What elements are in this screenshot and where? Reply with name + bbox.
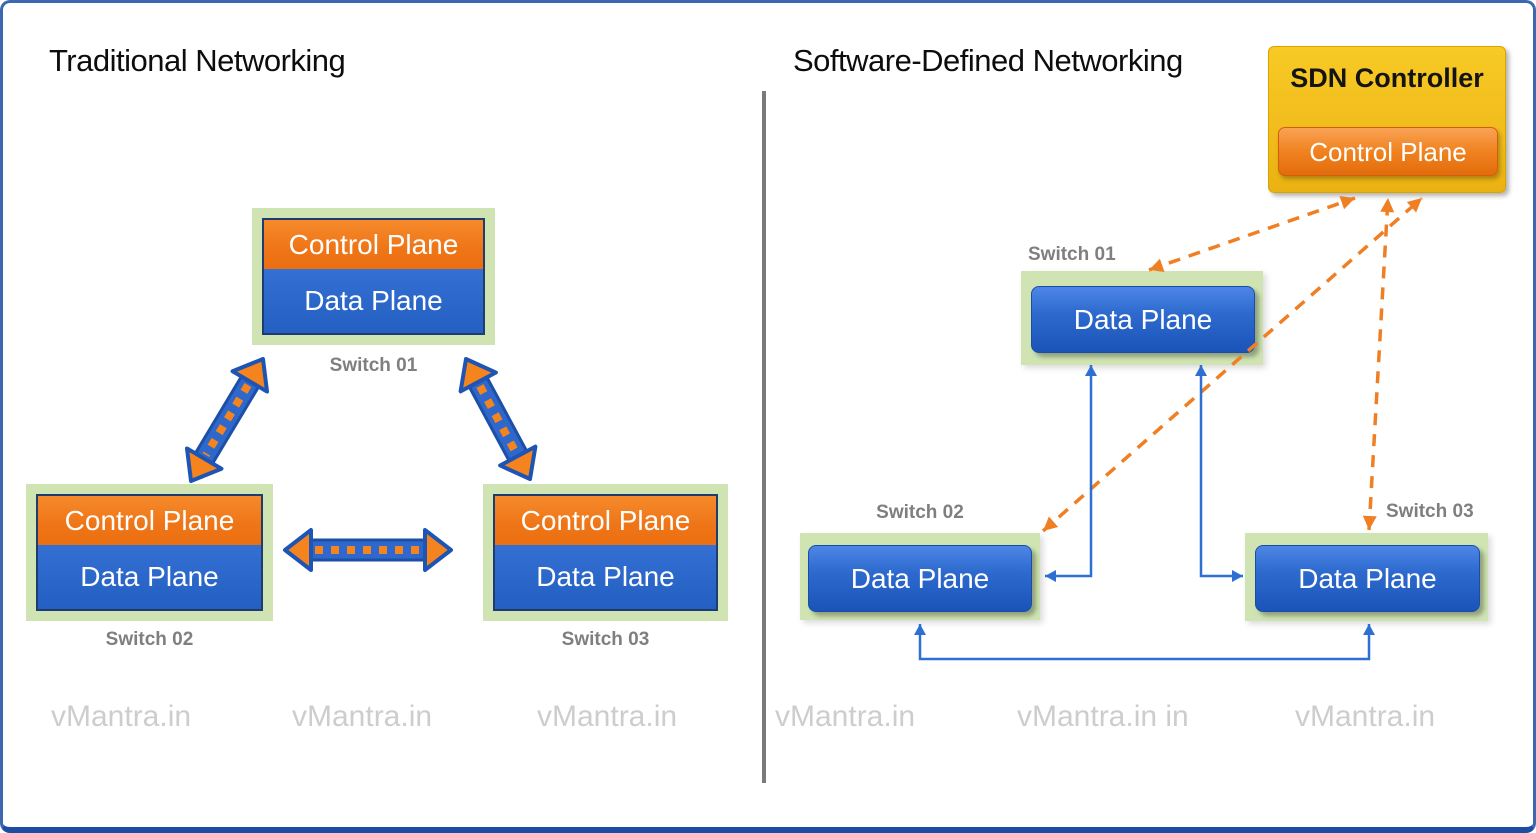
trad-switch-03-label: Switch 03 — [561, 629, 650, 650]
sdn-controller-title: SDN Controller — [1290, 63, 1484, 93]
watermark: vMantra.in in — [1017, 700, 1189, 733]
dashed-arrow-controller-sw01 — [1148, 196, 1356, 272]
data-link-sw01-sw02 — [1045, 365, 1097, 582]
controller-control-plane-box: Control Plane — [1278, 127, 1498, 176]
watermark: vMantra.in — [292, 700, 433, 733]
data-plane-box: Data Plane — [38, 545, 261, 609]
sdn-switch-03-card: Data Plane — [1245, 533, 1488, 621]
data-plane-box: Data Plane — [1031, 286, 1255, 353]
trad-switch-03-stack: Control Plane Data Plane — [493, 494, 718, 611]
watermark: vMantra.in — [1295, 700, 1436, 733]
watermark: vMantra.in — [51, 700, 192, 733]
right-panel-title: Software-Defined Networking — [793, 43, 1183, 78]
left-panel-title: Traditional Networking — [49, 43, 346, 78]
bidirectional-arrow-sw01-sw03 — [458, 357, 538, 481]
trad-switch-02-label: Switch 02 — [105, 629, 194, 650]
trad-switch-01-label: Switch 01 — [329, 355, 418, 376]
watermark: vMantra.in — [537, 700, 678, 733]
trad-switch-02-stack: Control Plane Data Plane — [36, 494, 263, 611]
control-plane-box: Control Plane — [495, 496, 716, 545]
sdn-switch-01-card: Data Plane — [1021, 271, 1263, 365]
sdn-switch-02-label: Switch 02 — [876, 502, 964, 523]
control-plane-box: Control Plane — [264, 220, 483, 269]
data-plane-box: Data Plane — [1255, 545, 1480, 612]
data-link-sw02-sw03 — [914, 624, 1375, 661]
sdn-switch-01-label: Switch 01 — [1028, 244, 1116, 265]
trad-switch-02-card: Control Plane Data Plane — [26, 484, 273, 621]
data-plane-box: Data Plane — [495, 545, 716, 609]
data-plane-box: Data Plane — [264, 269, 483, 333]
data-plane-box: Data Plane — [808, 545, 1032, 612]
sdn-controller-card: SDN Controller Control Plane — [1268, 46, 1506, 193]
data-link-sw01-sw03 — [1195, 365, 1243, 582]
control-plane-box: Control Plane — [38, 496, 261, 545]
watermark: vMantra.in — [775, 700, 916, 733]
sdn-switch-02-card: Data Plane — [800, 533, 1040, 620]
bidirectional-arrow-sw01-sw02 — [184, 357, 270, 483]
trad-switch-01-card: Control Plane Data Plane — [252, 208, 495, 345]
sdn-switch-03-label: Switch 03 — [1386, 501, 1474, 522]
trad-switch-03-card: Control Plane Data Plane — [483, 484, 728, 621]
trad-switch-01-stack: Control Plane Data Plane — [262, 218, 485, 335]
dashed-arrow-controller-sw03 — [1362, 197, 1395, 531]
panel-divider — [762, 91, 766, 783]
